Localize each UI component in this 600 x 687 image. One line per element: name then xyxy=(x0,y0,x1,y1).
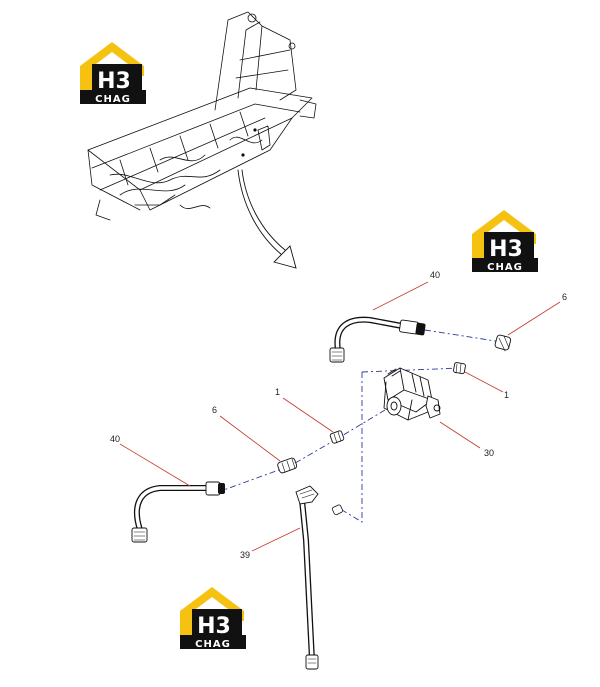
callout-fitting-left: 6 xyxy=(212,405,217,415)
callout-adapter-right: 1 xyxy=(504,390,509,400)
logo-label: CHAG xyxy=(487,262,523,273)
logo-label: CHAG xyxy=(195,639,231,650)
callout-adapter-left: 1 xyxy=(275,387,280,397)
logo-label: CHAG xyxy=(95,94,131,105)
hydraulic-pump-icon xyxy=(383,367,441,421)
adapter-right xyxy=(453,362,466,375)
hose-left xyxy=(131,481,225,543)
callout-hose-vertical: 39 xyxy=(240,550,250,560)
hose-vertical xyxy=(295,485,343,670)
brand-logo: H3 CHAG xyxy=(80,42,146,105)
logo-letters: H3 xyxy=(97,69,131,94)
brand-logo: H3 CHAG xyxy=(180,587,246,650)
brand-logo: H3 CHAG xyxy=(472,210,538,273)
callout-labels: 40 6 1 1 6 40 30 39 xyxy=(110,270,567,560)
assembly-centerlines xyxy=(217,329,503,523)
callout-hose-left: 40 xyxy=(110,434,120,444)
callout-hose-top: 40 xyxy=(430,270,440,280)
fitting-top-right xyxy=(494,334,512,352)
adapter-left xyxy=(329,430,345,444)
curved-arrow-icon xyxy=(237,169,297,269)
logo-letters: H3 xyxy=(197,614,231,639)
leader-lines xyxy=(119,281,561,552)
fitting-left xyxy=(277,457,298,474)
hose-top xyxy=(329,316,426,363)
chassis-frame-icon xyxy=(87,11,317,221)
logo-letters: H3 xyxy=(489,237,523,262)
callout-pump: 30 xyxy=(484,448,494,458)
callout-fitting-top-right: 6 xyxy=(562,292,567,302)
